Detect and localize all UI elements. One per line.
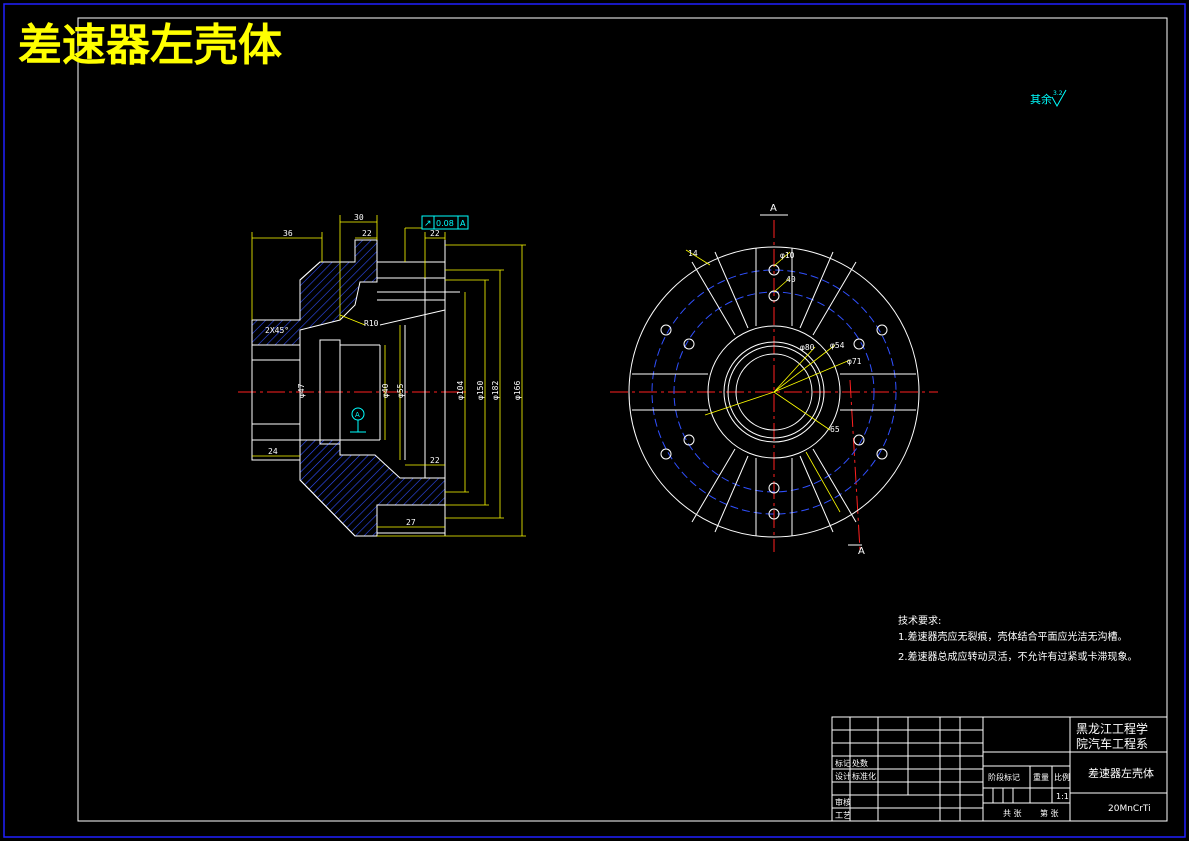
- dim-14: 14: [688, 249, 698, 258]
- label-standard: 标准化: [852, 771, 876, 781]
- scale-value: 1:1: [1056, 792, 1069, 801]
- dim-65: 65: [830, 425, 840, 434]
- dim-40: 40: [786, 275, 796, 284]
- dim-phi71: φ71: [847, 357, 862, 366]
- dim-22a: 22: [362, 229, 372, 238]
- tolerance-value: 0.08: [436, 219, 454, 228]
- bolt-holes: [660, 264, 888, 520]
- dim-phi150: φ150: [476, 381, 485, 400]
- dim-phi10: φ10: [780, 251, 795, 260]
- dim-r10: R10: [364, 319, 379, 328]
- dim-phi47: φ47: [297, 383, 306, 398]
- roughness-value: 3.2: [1053, 90, 1063, 97]
- title-block-text: 黑龙江工程学 院汽车工程系 差速器左壳体 20MnCrTi 1:1 标记 处数 …: [835, 721, 1154, 820]
- tech-req-item-1: 1.差速器壳应无裂痕，壳体结合平面应光洁无沟槽。: [898, 630, 1128, 643]
- label-weight: 重量: [1033, 772, 1049, 782]
- technical-requirements: 技术要求: 1.差速器壳应无裂痕，壳体结合平面应光洁无沟槽。 2.差速器总成应转…: [898, 614, 1138, 663]
- label-sheet: 第 张: [1040, 808, 1059, 818]
- title-block: [831, 716, 1168, 822]
- dim-phi40: φ40: [381, 383, 390, 398]
- label-process: 工艺: [835, 811, 851, 820]
- dim-phi166: φ166: [513, 381, 522, 400]
- chamfer-label: 2X45°: [265, 326, 289, 335]
- dim-phi80: φ80: [800, 343, 815, 352]
- page-title: 差速器左壳体: [18, 20, 282, 71]
- school-line-2: 院汽车工程系: [1076, 736, 1148, 751]
- section-view: ↗ 0.08 A A 36 30 22 22 24 22 27 R10 2X45…: [238, 213, 526, 537]
- dim-24: 24: [268, 447, 278, 456]
- tolerance-datum: A: [460, 219, 466, 228]
- outer-frame: [3, 3, 1186, 838]
- dim-phi54: φ54: [830, 341, 845, 350]
- label-design: 设计: [835, 771, 851, 781]
- dim-phi104: φ104: [456, 381, 465, 400]
- label-ratio: 比例: [1054, 772, 1070, 782]
- dim-phi182: φ182: [491, 381, 500, 400]
- dim-27: 27: [406, 518, 416, 527]
- label-review: 审核: [835, 797, 851, 807]
- label-mark: 标记: [835, 758, 851, 768]
- roughness-symbol-icon: [1051, 89, 1067, 108]
- tech-req-heading: 技术要求:: [898, 614, 941, 627]
- school-line-1: 黑龙江工程学: [1076, 721, 1148, 736]
- label-total: 共 张: [1003, 809, 1022, 818]
- tolerance-symbol: ↗: [424, 219, 432, 229]
- dim-22b: 22: [430, 229, 440, 238]
- dim-phi55: φ55: [396, 383, 405, 398]
- part-name: 差速器左壳体: [1088, 766, 1154, 780]
- label-stage: 阶段标记: [988, 772, 1020, 782]
- dim-30: 30: [354, 213, 364, 222]
- section-mark-top: A: [770, 203, 777, 214]
- tech-req-item-2: 2.差速器总成应转动灵活，不允许有过紧或卡滞现象。: [898, 650, 1138, 663]
- section-mark-bottom: A: [858, 546, 865, 557]
- roughness-label: 其余: [1030, 92, 1052, 106]
- roughness-note: 其余 3.2: [1030, 89, 1067, 108]
- dim-22c: 22: [430, 456, 440, 465]
- material: 20MnCrTi: [1108, 804, 1151, 814]
- section-hatch-lower: [252, 439, 446, 537]
- inner-frame: [77, 17, 1168, 822]
- dim-36: 36: [283, 229, 293, 238]
- front-view: A A φ80 φ54 φ71 φ10 14 40 65: [610, 203, 938, 557]
- tolerance-frame: [421, 215, 469, 230]
- datum-label: A: [355, 411, 360, 419]
- label-count: 处数: [852, 758, 868, 768]
